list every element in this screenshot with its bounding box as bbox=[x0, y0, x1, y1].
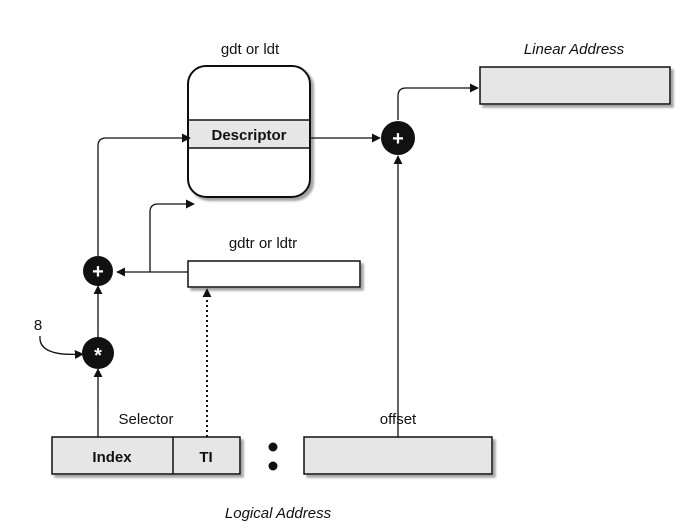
table-title: gdt or ldt bbox=[221, 41, 280, 58]
descriptor-label: Descriptor bbox=[211, 127, 286, 144]
scale-label: 8 bbox=[34, 317, 42, 334]
svg-text:*: * bbox=[94, 345, 102, 367]
register-box bbox=[187, 260, 361, 288]
multiply-operator: * bbox=[82, 337, 114, 369]
descriptor-row bbox=[189, 120, 309, 148]
add-operator-left: + bbox=[83, 256, 113, 286]
ti-field: TI bbox=[199, 449, 212, 466]
linear-address-box bbox=[479, 66, 671, 105]
colon-separator bbox=[268, 442, 278, 471]
flow-arrows bbox=[39, 83, 479, 437]
register-label: gdtr or ldtr bbox=[229, 235, 297, 252]
index-field: Index bbox=[92, 449, 132, 466]
offset-box bbox=[303, 436, 493, 475]
svg-text:+: + bbox=[392, 128, 404, 150]
selector-label: Selector bbox=[118, 411, 173, 428]
logical-address-label: Logical Address bbox=[225, 505, 332, 522]
selector-box bbox=[51, 436, 241, 475]
linear-address-label: Linear Address bbox=[524, 41, 625, 58]
add-operator-top: + bbox=[381, 121, 415, 155]
svg-text:+: + bbox=[92, 261, 104, 283]
